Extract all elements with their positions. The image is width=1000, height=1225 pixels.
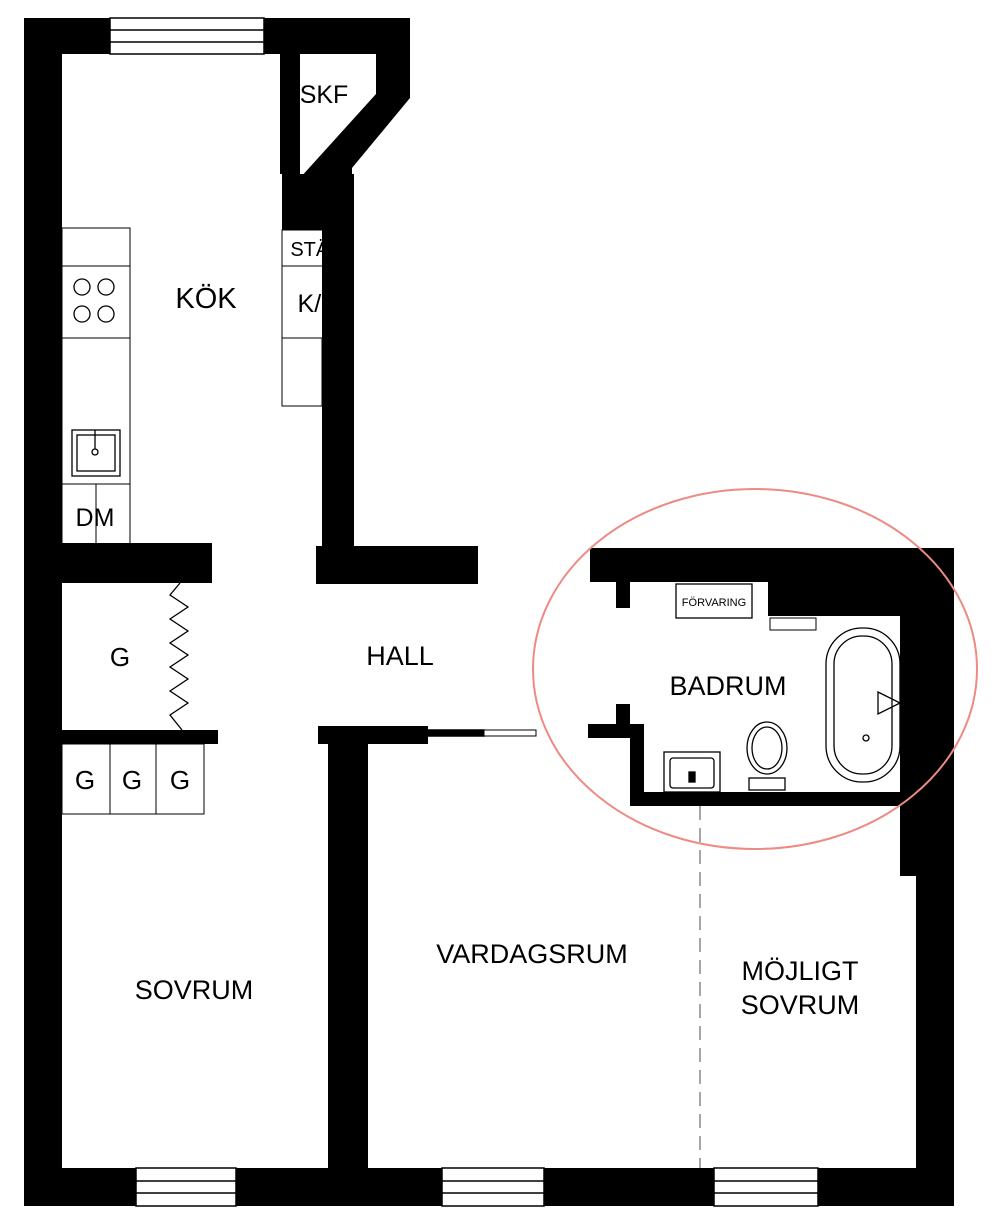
bathtub-icon: [825, 627, 902, 783]
stove-icon: [73, 278, 115, 323]
possible-bedroom-label-line2: SOVRUM: [741, 990, 860, 1020]
wardrobe-label-2: G: [122, 765, 142, 795]
wardrobe-label-3: G: [170, 765, 190, 795]
wall-kitchen-inner: [282, 174, 354, 230]
sliding-door: [427, 729, 537, 737]
wall-bath-stub-mid: [616, 704, 630, 738]
wall-bath-storage: [768, 582, 916, 616]
wardrobe-label-1: G: [75, 765, 95, 795]
wall-left: [24, 18, 62, 1206]
wall-wardrobe-top: [24, 730, 218, 744]
wall-bath-stub-top: [616, 582, 630, 608]
wall-skf-diagonal: [300, 18, 410, 210]
fridge-freezer-label: K/F: [298, 290, 337, 318]
cleaning-closet-label: STÄD: [290, 239, 343, 261]
wall-kitchen-bottom-left: [24, 543, 212, 583]
living-room-label: VARDAGSRUM: [436, 939, 628, 969]
wall-kitchen-right: [322, 230, 354, 546]
window-top: [109, 17, 265, 55]
wall-kitchen-bottom-right: [316, 546, 478, 584]
sink-icon: [71, 429, 121, 477]
kitchen-counter: [61, 227, 131, 545]
wardrobe-label-main: G: [110, 642, 130, 672]
closets: [281, 229, 353, 407]
wall-skf-stub: [280, 54, 300, 174]
labels: KÖK SKF STÄD K/F DM G G G G HALL BADRUM …: [75, 81, 859, 1020]
possible-bedroom-label-line1: MÖJLIGT: [741, 956, 858, 986]
pantry-label: SKF: [300, 81, 349, 109]
storage-box: [675, 583, 753, 619]
toilet-icon: [746, 721, 788, 791]
wall-bath-right: [900, 582, 954, 804]
wash-basin-icon: [663, 751, 721, 793]
window-bottom-right: [713, 1167, 819, 1207]
wall-bath-bottom: [630, 792, 954, 806]
windows: [109, 17, 819, 1207]
bathroom-label: BADRUM: [669, 671, 786, 701]
window-bottom-left: [135, 1167, 237, 1207]
hall-label: HALL: [366, 641, 434, 671]
dishwasher-label: DM: [76, 504, 115, 532]
bedroom-label: SOVRUM: [135, 975, 254, 1005]
storage-label: FÖRVARING: [682, 597, 746, 609]
kitchen-label: KÖK: [175, 283, 237, 315]
walls: [24, 18, 954, 1206]
window-bottom-mid: [441, 1167, 545, 1207]
bath-shelf: [769, 617, 817, 631]
wall-bath-top: [590, 548, 954, 582]
wardrobes: [61, 743, 205, 815]
wall-living-left: [328, 726, 368, 1206]
zigzag-curtain: [168, 582, 190, 731]
bathroom-highlight-ellipse: [532, 488, 978, 850]
wall-right-lower: [900, 800, 954, 876]
wall-bath-left: [630, 724, 644, 806]
